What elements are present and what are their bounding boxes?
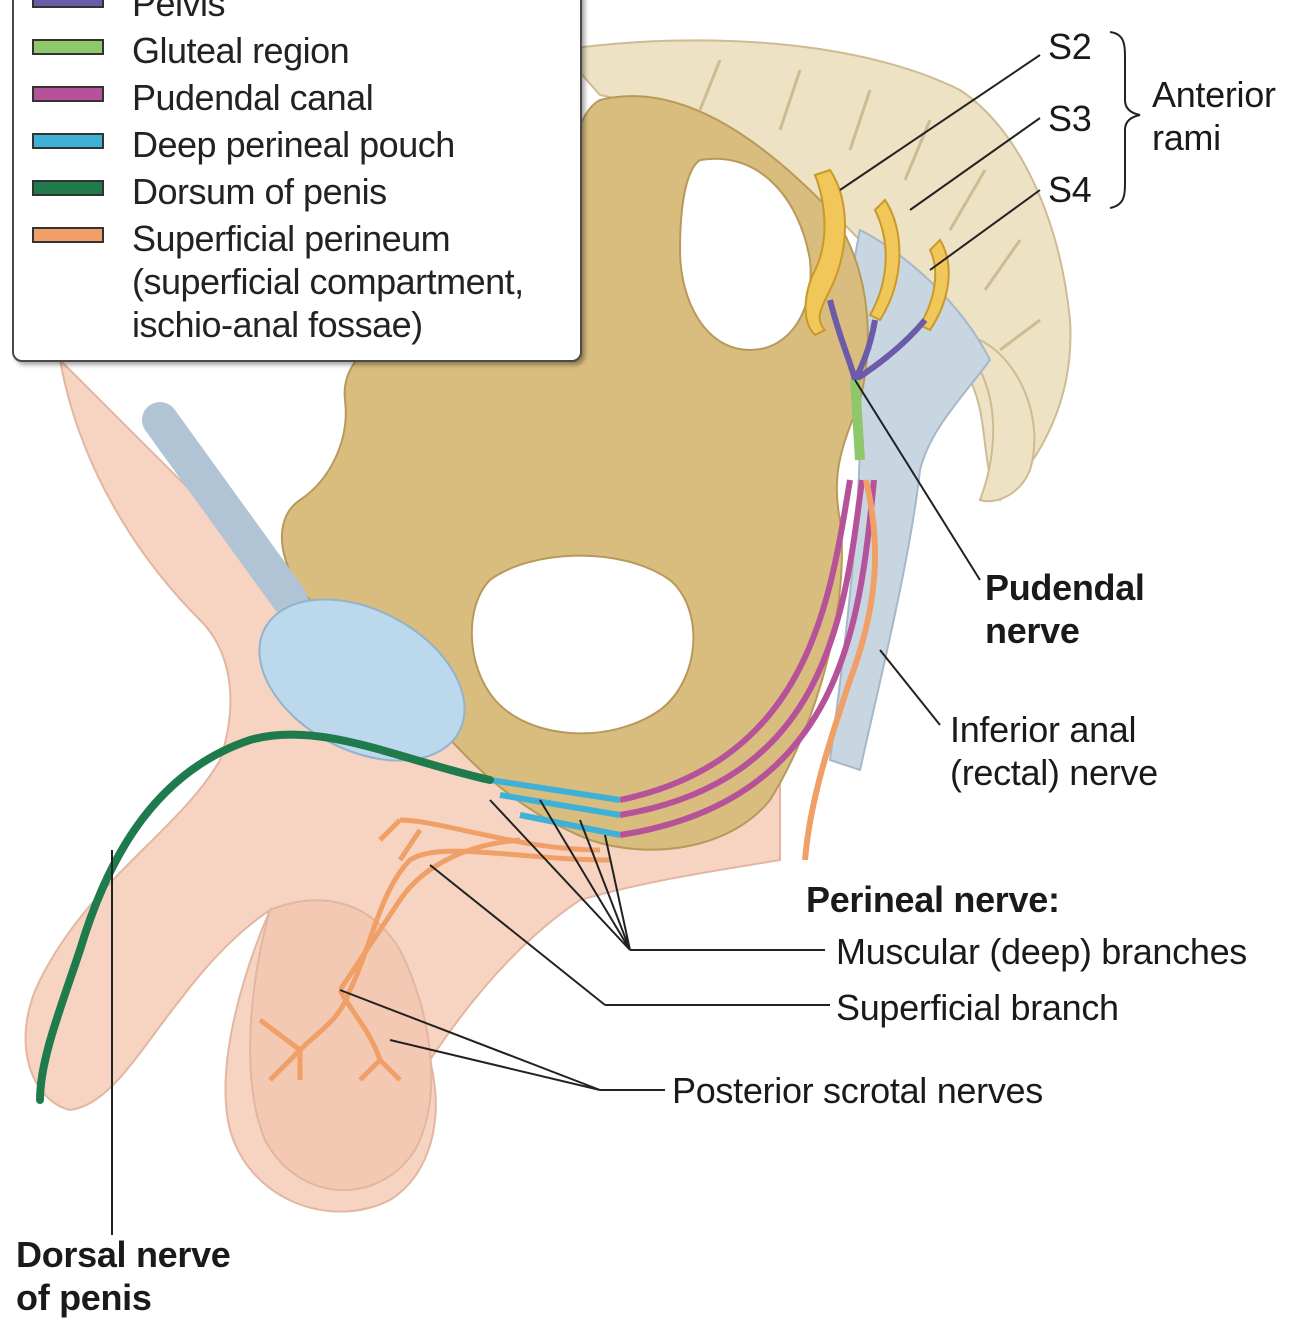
- legend-swatch-pudendal-canal: [32, 86, 104, 102]
- label-dorsal-nerve-of-penis: Dorsal nerve of penis: [16, 1233, 231, 1319]
- legend-item-deep-perineal: Deep perineal pouch: [32, 123, 455, 166]
- legend-swatch-gluteal: [32, 39, 104, 55]
- legend-label-deep-perineal: Deep perineal pouch: [132, 123, 455, 166]
- label-inferior-anal-nerve: Inferior anal (rectal) nerve: [950, 708, 1158, 794]
- label-s2: S2: [1048, 25, 1091, 68]
- legend-item-pudendal-canal: Pudendal canal: [32, 76, 373, 119]
- legend-item-pelvis: Pelvis: [32, 0, 225, 25]
- label-muscular-branches: Muscular (deep) branches: [836, 930, 1247, 973]
- obturator-foramen: [472, 556, 694, 734]
- label-superficial-branch: Superficial branch: [836, 986, 1119, 1029]
- legend-label-superficial: Superficial perineum (superficial compar…: [132, 217, 524, 346]
- legend-item-superficial: Superficial perineum (superficial compar…: [32, 217, 524, 346]
- legend-item-gluteal: Gluteal region: [32, 29, 349, 72]
- label-posterior-scrotal-nerves: Posterior scrotal nerves: [672, 1069, 1043, 1112]
- anterior-rami-brace: [1110, 32, 1140, 208]
- legend-box: Pelvis Gluteal region Pudendal canal Dee…: [12, 0, 582, 362]
- label-anterior-rami: Anterior rami: [1152, 73, 1276, 159]
- legend-swatch-dorsum: [32, 180, 104, 196]
- label-perineal-nerve: Perineal nerve:: [806, 878, 1060, 921]
- legend-label-dorsum: Dorsum of penis: [132, 170, 387, 213]
- legend-label-pudendal-canal: Pudendal canal: [132, 76, 373, 119]
- legend-item-dorsum: Dorsum of penis: [32, 170, 387, 213]
- label-pudendal-nerve: Pudendal nerve: [985, 566, 1145, 652]
- legend-label-pelvis: Pelvis: [132, 0, 225, 25]
- legend-label-gluteal: Gluteal region: [132, 29, 349, 72]
- label-s3: S3: [1048, 97, 1091, 140]
- legend-swatch-superficial: [32, 227, 104, 243]
- gluteal-nerve: [855, 380, 860, 460]
- label-s4: S4: [1048, 168, 1091, 211]
- legend-swatch-deep-perineal: [32, 133, 104, 149]
- legend-swatch-pelvis: [32, 0, 104, 8]
